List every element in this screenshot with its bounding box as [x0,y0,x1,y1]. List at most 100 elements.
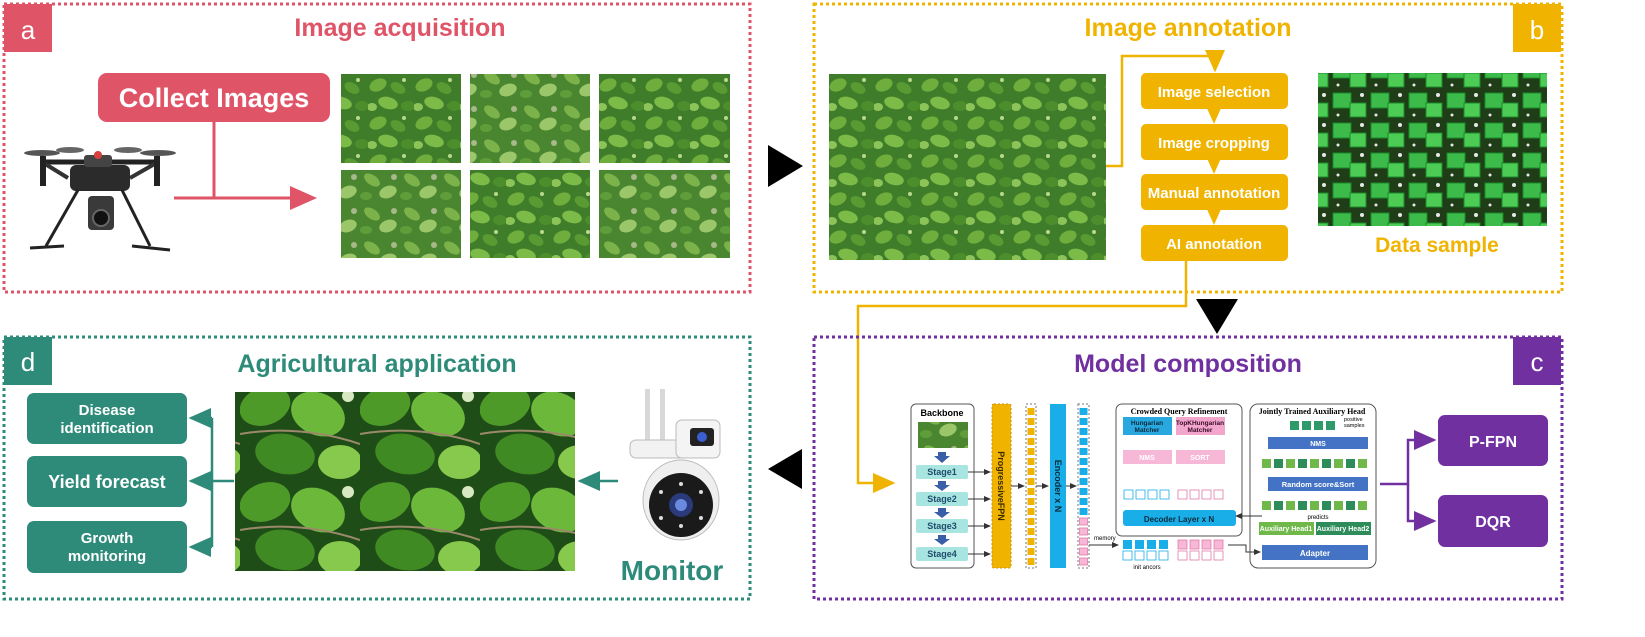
token-square [1079,418,1088,425]
token-square [1213,539,1224,550]
token-square [1079,537,1088,546]
step-label: Image cropping [1158,135,1270,152]
panel-letter-b: b [1530,15,1544,45]
app-disease-identification [27,393,187,444]
token-square [1123,540,1132,549]
token-square [1262,501,1271,510]
hungarian-matcher-box [1123,417,1172,435]
token-square [1027,408,1035,415]
step-image-cropping [1141,124,1288,160]
token-square [1177,539,1188,550]
drone-icon [24,147,176,252]
init-anchor-tokens [1122,539,1224,561]
token-square [1314,421,1323,430]
token-square [1262,459,1271,468]
panel-title-a: Image acquisition [294,14,505,42]
token-square [1079,448,1088,455]
token-square [1286,501,1295,510]
stage-label: Stage3 [927,521,957,531]
panel-image-acquisition: a Image acquisition Collect Images [2,2,752,294]
panel-image-annotation: b Image annotation Image selection Image… [812,2,1564,493]
token-square [1027,558,1035,565]
step-label: Manual annotation [1148,185,1281,202]
aux-title: Jointly Trained Auxiliary Head [1259,407,1366,416]
nms-box [1123,450,1172,464]
random-score-sort-label: Random score&Sort [1282,480,1355,489]
token-square [1213,550,1224,561]
predicts-label: predicts [1307,515,1328,521]
random-score-sort-box [1268,477,1368,491]
token-square [1326,421,1335,430]
step-image-selection [1141,73,1288,109]
token-square [1027,438,1035,445]
encoder-label: Encoder x N [1053,460,1063,513]
token-square [1274,501,1283,510]
arrow-left-icon [768,449,802,489]
field-image-grid [341,74,730,258]
arrow-right-icon [768,145,803,187]
token-square [1290,421,1299,430]
token-square [1079,517,1088,526]
token-square [1346,459,1355,468]
token-square [1286,459,1295,468]
token-square [1310,501,1319,510]
backbone-title: Backbone [920,408,963,418]
app-yield-forecast [27,456,187,507]
monitor-label: Monitor [621,555,724,586]
topk-hungarian-matcher-box [1176,417,1225,435]
adapter-box [1262,545,1368,560]
token-square [1079,498,1088,505]
token-square [1201,489,1212,500]
aux-head2-label: Auxiliary Head2 [1317,526,1370,533]
token-square [1027,448,1035,455]
stage-3 [916,519,968,533]
field-image [341,170,461,258]
panel-letter-d: d [21,347,35,377]
token-square [1334,459,1343,468]
token-square [1322,501,1331,510]
panel-letter-c: c [1531,347,1544,377]
sort-box [1176,450,1225,464]
memory-label: memory [1094,536,1116,542]
token-square [1079,408,1088,415]
arrow-down-icon [1196,299,1238,334]
token-square [1159,489,1170,500]
token-square [1177,489,1188,500]
token-square [1135,489,1146,500]
token-square [1123,489,1134,500]
token-square [1027,418,1035,425]
field-image [470,74,590,163]
token-square [1079,508,1088,515]
token-square [1346,501,1355,510]
token-square [1358,459,1367,468]
aux-head1-box [1259,522,1314,535]
token-square [1027,508,1035,515]
token-square [1134,550,1145,561]
token-square [1079,547,1088,556]
token-square [1310,459,1319,468]
stage-4 [916,547,968,561]
field-image [470,170,590,258]
token-square [1146,550,1157,561]
output-pfpn [1438,415,1548,466]
token-square [1298,501,1307,510]
output-label: DQR [1475,514,1511,531]
token-square [1334,501,1343,510]
token-square [1201,550,1212,561]
token-square [1274,459,1283,468]
step-label: AI annotation [1166,236,1262,253]
field-image [599,170,730,258]
token-square [1147,489,1158,500]
panel-title-b: Image annotation [1085,14,1292,42]
token-square [1135,540,1144,549]
token-square [1159,540,1168,549]
aux-nms-label: NMS [1310,441,1326,448]
token-square [1079,428,1088,435]
field-image [599,74,730,163]
field-image [341,74,461,163]
token-square [1358,501,1367,510]
